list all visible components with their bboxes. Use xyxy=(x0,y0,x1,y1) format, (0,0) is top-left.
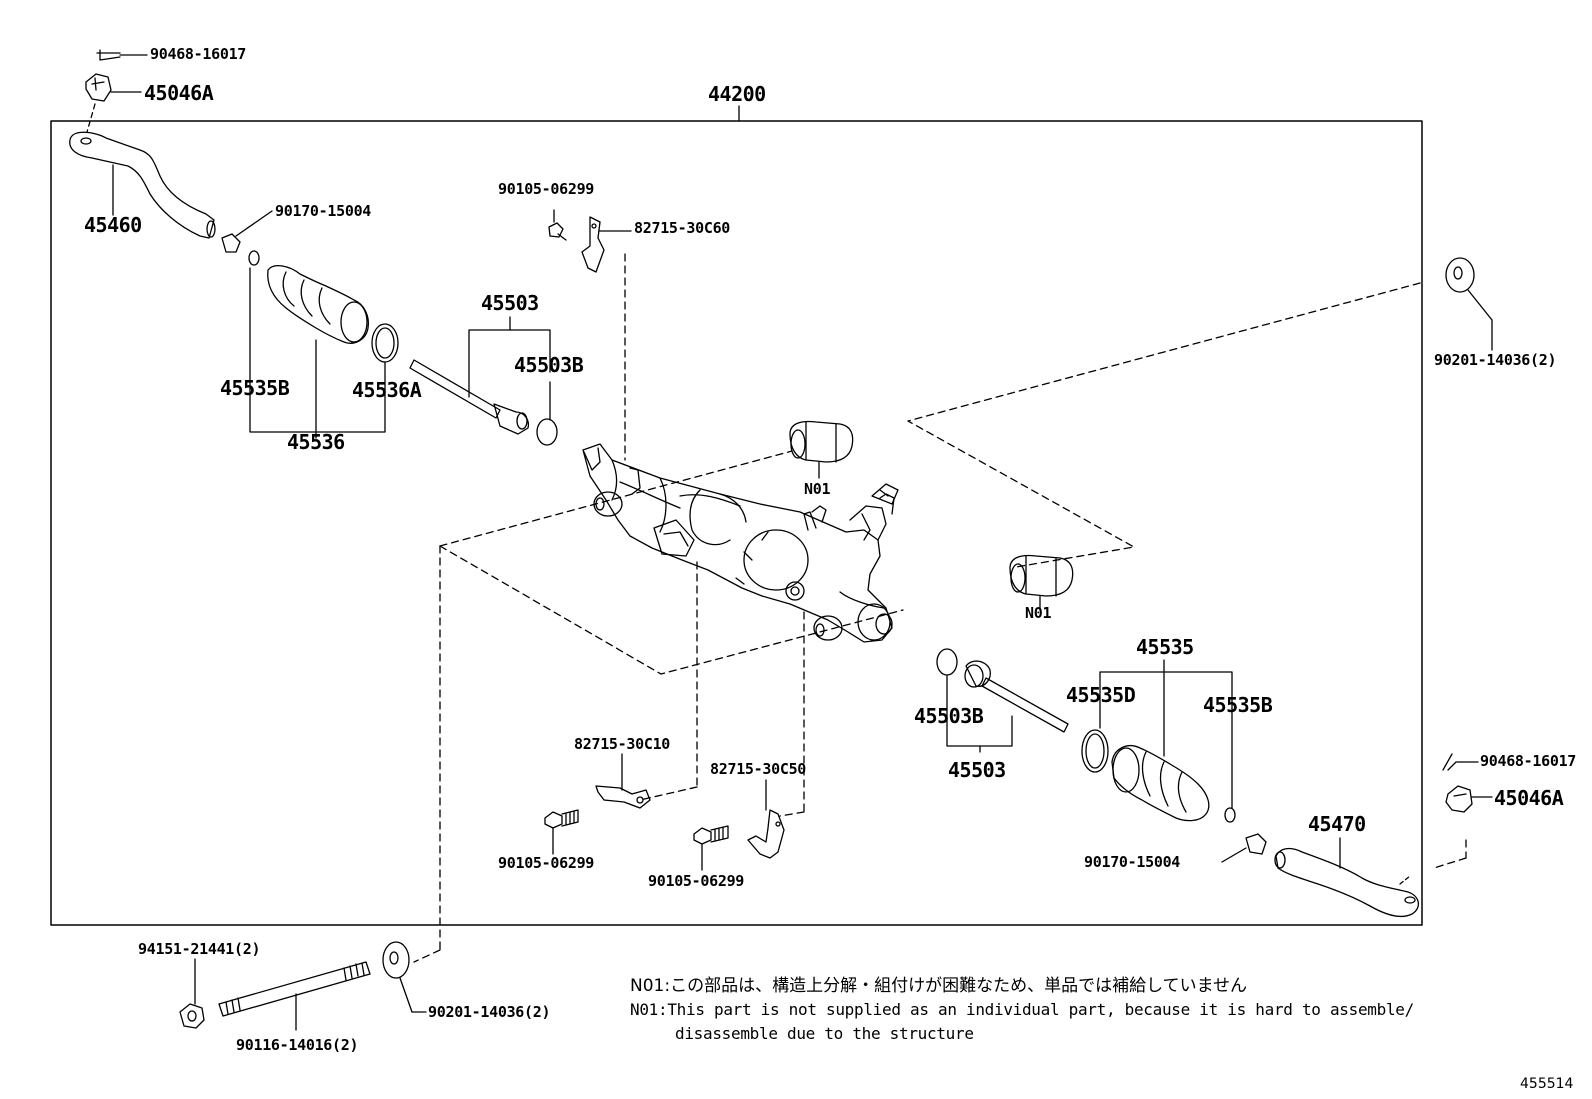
note-n01-japanese: N01:この部品は、構造上分解・組付けが困難なため、単品では補給していません xyxy=(630,976,1248,996)
pinion-fitting-icon xyxy=(871,483,899,505)
part-label-45535b-left[interactable]: 45535B xyxy=(220,376,290,400)
part-label-94151[interactable]: 94151-21441(2) xyxy=(138,940,261,958)
tie-rod-end-right-icon xyxy=(1274,847,1419,918)
part-label-45046a-right[interactable]: 45046A xyxy=(1494,786,1564,810)
figure-reference-number: 455514 xyxy=(1520,1076,1574,1092)
bracket-30c50-icon xyxy=(747,809,785,859)
part-label-90468-top[interactable]: 90468-16017 xyxy=(150,45,247,63)
part-label-90105-top[interactable]: 90105-06299 xyxy=(498,180,595,198)
mount-boss-bottom-icon xyxy=(813,615,843,641)
part-label-45503b-bottom[interactable]: 45503B xyxy=(914,704,984,728)
boot-clip-left-icon xyxy=(248,250,260,266)
claw-washer-bottom-icon xyxy=(936,648,958,676)
part-label-45535b-right[interactable]: 45535B xyxy=(1203,693,1273,717)
part-label-90170-bottom[interactable]: 90170-15004 xyxy=(1084,853,1181,871)
note-n01-english-line1: N01:This part is not supplied as an indi… xyxy=(630,1000,1414,1019)
part-label-90201-right[interactable]: 90201-14036(2) xyxy=(1434,351,1557,369)
bracket-30c10-icon xyxy=(595,785,651,809)
flange-nut-icon xyxy=(179,1003,205,1029)
part-label-90201-bottom[interactable]: 90201-14036(2) xyxy=(428,1003,551,1021)
castle-nut-top-icon xyxy=(85,73,112,102)
bracket-45536 xyxy=(249,267,386,433)
boot-clip-right-icon xyxy=(1224,807,1236,823)
bolt-top-icon xyxy=(548,222,567,241)
part-label-45536a[interactable]: 45536A xyxy=(352,378,422,402)
claw-washer-top-icon xyxy=(536,418,558,446)
bolt-middle-icon xyxy=(544,809,579,829)
cotter-pin-top-icon xyxy=(96,49,121,61)
part-label-90170-top[interactable]: 90170-15004 xyxy=(275,202,372,220)
steering-gear-housing-icon xyxy=(582,443,895,643)
note-n01-english-line2: disassemble due to the structure xyxy=(675,1024,974,1043)
rack-boot-right-icon xyxy=(1111,745,1210,822)
rack-boot-left-icon xyxy=(267,264,370,344)
part-label-45460[interactable]: 45460 xyxy=(84,213,142,237)
bracket-30c60-icon xyxy=(581,216,605,273)
part-label-45535d[interactable]: 45535D xyxy=(1066,683,1136,707)
frame-part-number[interactable]: 44200 xyxy=(708,82,766,106)
part-label-45503-bottom[interactable]: 45503 xyxy=(948,758,1006,782)
part-label-90105-right[interactable]: 90105-06299 xyxy=(648,872,745,890)
castle-nut-right-icon xyxy=(1445,785,1473,813)
part-label-45470[interactable]: 45470 xyxy=(1308,812,1366,836)
stud-bolt-icon xyxy=(218,961,371,1017)
boot-clamp-right-icon xyxy=(1081,729,1109,773)
part-label-45503-top[interactable]: 45503 xyxy=(481,291,539,315)
part-label-90468-right[interactable]: 90468-16017 xyxy=(1480,752,1577,770)
mount-boss-left-icon xyxy=(593,491,623,517)
assembly-frame xyxy=(50,120,1423,926)
tie-rod-end-left-icon xyxy=(69,131,216,239)
lock-nut-top-icon xyxy=(221,233,241,253)
mounting-plane-dashed xyxy=(413,253,1467,963)
lock-nut-bottom-icon xyxy=(1245,833,1267,855)
part-label-90105-middle[interactable]: 90105-06299 xyxy=(498,854,595,872)
inner-tie-rod-top-icon xyxy=(409,359,530,435)
part-label-n01-upper[interactable]: N01 xyxy=(804,480,831,498)
bushing-n01-upper-icon xyxy=(789,420,854,463)
part-label-45535[interactable]: 45535 xyxy=(1136,635,1194,659)
part-label-45503b-top[interactable]: 45503B xyxy=(514,353,584,377)
part-label-82715-30c10[interactable]: 82715-30C10 xyxy=(574,735,671,753)
bushing-n01-lower-icon xyxy=(1009,554,1074,597)
bolt-right-icon xyxy=(693,825,729,845)
rack-pipe-icon xyxy=(619,481,741,509)
part-label-82715-30c50[interactable]: 82715-30C50 xyxy=(710,760,807,778)
part-label-90116[interactable]: 90116-14016(2) xyxy=(236,1036,359,1054)
washer-right-icon xyxy=(1445,257,1475,293)
inner-tie-rod-bottom-icon xyxy=(964,660,1069,733)
part-label-45536[interactable]: 45536 xyxy=(287,430,345,454)
cotter-pin-right-icon xyxy=(1442,753,1463,771)
part-label-n01-lower[interactable]: N01 xyxy=(1025,604,1052,622)
part-label-45046a-top[interactable]: 45046A xyxy=(144,81,214,105)
part-label-82715-30c60[interactable]: 82715-30C60 xyxy=(634,219,731,237)
washer-bottom-icon xyxy=(382,941,410,979)
